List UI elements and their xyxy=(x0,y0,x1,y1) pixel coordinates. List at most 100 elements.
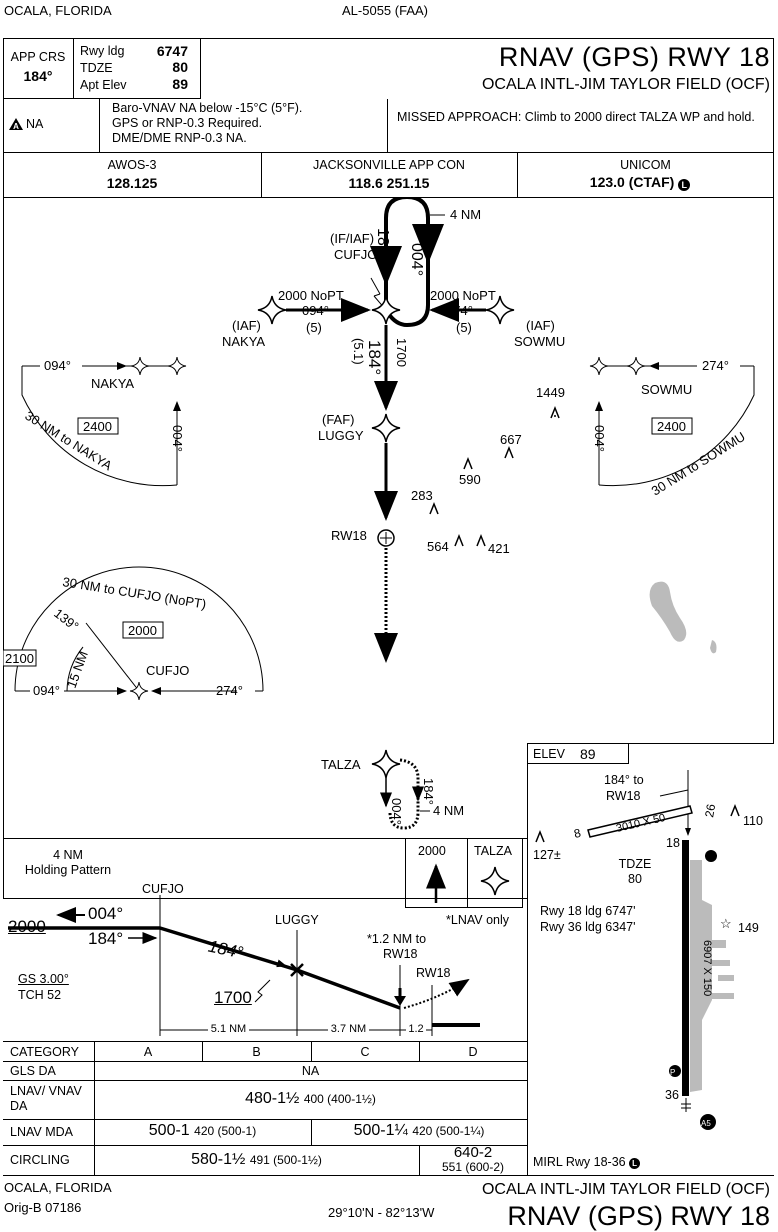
profile-view xyxy=(3,838,528,1043)
rwy-ldg-label: Rwy ldg xyxy=(80,44,125,58)
svg-text:A: A xyxy=(13,122,19,131)
lighting-icon: L xyxy=(678,179,691,191)
dist-3: 1.2 xyxy=(406,1023,426,1035)
svg-text:15 NM: 15 NM xyxy=(64,649,91,690)
sowmu-iaf: (IAF) xyxy=(526,318,555,333)
seg-dist: (5.1) xyxy=(351,338,366,365)
svg-text:2400: 2400 xyxy=(83,419,112,434)
footer-title: RNAV (GPS) RWY 18 xyxy=(507,1201,770,1231)
svg-text:26: 26 xyxy=(702,803,718,819)
app-crs-value: 184° xyxy=(23,68,53,84)
taa-cufjo: 094° 274° CUFJO 2000 2100 139° 15 NM 30 … xyxy=(3,566,264,701)
svg-text:004°: 004° xyxy=(389,798,404,825)
lnav-label: LNAV MDA xyxy=(10,1125,73,1139)
crs-note-2: RW18 xyxy=(606,789,641,803)
svg-text:A5: A5 xyxy=(701,1119,711,1128)
lnav-vnav-value: 480-1½ 400 (400-1½) xyxy=(245,1090,376,1107)
elev-label: ELEV xyxy=(533,747,565,761)
tdze-label: TDZE xyxy=(80,61,113,75)
svg-text:TALZA: TALZA xyxy=(321,757,361,772)
svg-text:P: P xyxy=(670,1068,675,1077)
lnav-only-note: *LNAV only xyxy=(446,913,509,927)
footer-location: OCALA, FLORIDA xyxy=(4,1180,112,1195)
ma-fix-icon xyxy=(480,866,510,896)
apt-elev-value: 89 xyxy=(172,76,188,92)
cufjo-label2: CUFJO xyxy=(334,247,377,262)
nakya-dist: (5) xyxy=(306,320,322,335)
missed-approach-icons xyxy=(405,838,523,908)
cat-c: C xyxy=(360,1045,370,1059)
gls-value: NA xyxy=(301,1064,320,1078)
svg-text:274°: 274° xyxy=(702,358,729,373)
nm-note-2: RW18 xyxy=(383,947,418,961)
svg-text:6907 X 150: 6907 X 150 xyxy=(701,940,713,996)
profile-rw18: RW18 xyxy=(416,966,451,980)
cat-a: A xyxy=(143,1045,153,1059)
hold-label-2: Holding Pattern xyxy=(24,863,112,877)
footer-airport: OCALA INTL-JIM TAYLOR FIELD (OCF) xyxy=(481,1181,770,1198)
svg-text:30 NM to SOWMU: 30 NM to SOWMU xyxy=(649,429,748,499)
lnav-cd-value: 500-1¼ 420 (500-1¼) xyxy=(353,1122,485,1139)
nakya-nopt: 2000 NoPT xyxy=(278,288,344,303)
svg-text:184°: 184° xyxy=(421,778,436,805)
nakya-iaf: (IAF) xyxy=(232,318,261,333)
obs-127: 127± xyxy=(533,848,561,862)
nakya-name: NAKYA xyxy=(222,334,265,349)
diagram-tdze-value: 80 xyxy=(628,872,642,886)
profile-alt-1700: 1700 xyxy=(214,988,252,1007)
airport-name: OCALA INTL-JIM TAYLOR FIELD (OCF) xyxy=(481,76,770,93)
obs-149: 149 xyxy=(738,921,759,935)
rwy-ldg-value: 6747 xyxy=(156,43,188,59)
seg-alt: 1700 xyxy=(394,338,409,367)
airport-diagram-drawing: 3010 X 50 8 26 6907 X 150 P A5 ☆ xyxy=(535,770,740,1130)
sowmu-fix-icon xyxy=(485,295,515,325)
obstacle-590: 590 xyxy=(459,472,481,487)
cat-d: D xyxy=(468,1045,478,1059)
hold-crs-184: 184° xyxy=(374,228,391,261)
faf-label1: (FAF) xyxy=(322,412,355,427)
crs-note-1: 184° to xyxy=(604,773,644,787)
alternate-minima-icon: A xyxy=(9,118,23,131)
faf-label2: LUGGY xyxy=(318,428,364,443)
notes-text: Baro-VNAV NA below -15°C (5°F). GPS or R… xyxy=(112,101,303,145)
nm-note-1: *1.2 NM to xyxy=(367,932,427,946)
circling-label: CIRCLING xyxy=(10,1153,70,1167)
svg-text:094°: 094° xyxy=(44,358,71,373)
sowmu-crs: 274° xyxy=(446,303,473,318)
category-label: CATEGORY xyxy=(10,1045,79,1059)
gls-label: GLS DA xyxy=(10,1064,56,1078)
ldg-2: Rwy 36 ldg 6347' xyxy=(540,920,636,934)
obstacle-421: 421 xyxy=(488,541,510,556)
tdze-value: 80 xyxy=(172,59,188,75)
ma-alt: 2000 xyxy=(418,844,446,858)
plan-view: 4 NM 184° 004° (IF/IAF) CUFJO 2000 NoPT … xyxy=(3,198,755,830)
svg-text:2400: 2400 xyxy=(657,419,686,434)
svg-text:3010 X 50: 3010 X 50 xyxy=(615,812,667,835)
elev-value: 89 xyxy=(580,746,596,762)
ma-fix: TALZA xyxy=(474,844,512,858)
ldg-1: Rwy 18 ldg 6747' xyxy=(540,904,636,918)
procedure-number: AL-5055 (FAA) xyxy=(342,3,428,18)
circling-d-main: 640-2 xyxy=(453,1144,493,1161)
diagram-tdze-label: TDZE xyxy=(618,857,652,871)
profile-crs-004: 004° xyxy=(88,904,124,923)
sowmu-nopt: 2000 NoPT xyxy=(430,288,496,303)
seg-crs: 184° xyxy=(365,340,384,375)
alternate-minima-text: NA xyxy=(26,117,44,131)
svg-text:NAKYA: NAKYA xyxy=(91,376,134,391)
comm-awos-freq: 128.125 xyxy=(106,175,158,191)
hold-distance: 4 NM xyxy=(450,207,481,222)
header-location: OCALA, FLORIDA xyxy=(4,3,112,18)
hold-crs-004: 004° xyxy=(408,243,425,276)
taa-nakya: 094° 004° NAKYA 2400 30 NM to NAKYA xyxy=(21,356,187,487)
lighting-icon: L xyxy=(629,1158,641,1169)
obstacle-667: 667 xyxy=(500,432,522,447)
svg-text:139°: 139° xyxy=(51,606,81,634)
profile-tch: TCH 52 xyxy=(18,988,62,1002)
circling-d-sub: 551 (600-2) xyxy=(441,1160,505,1174)
comm-unicom-name: UNICOM xyxy=(620,158,671,172)
nakya-fix-icon xyxy=(257,295,287,325)
hold-label-1: 4 NM xyxy=(53,848,83,862)
svg-text:30 NM to CUFJO (NoPT): 30 NM to CUFJO (NoPT) xyxy=(62,574,208,612)
rw18-label: RW18 xyxy=(331,528,367,543)
